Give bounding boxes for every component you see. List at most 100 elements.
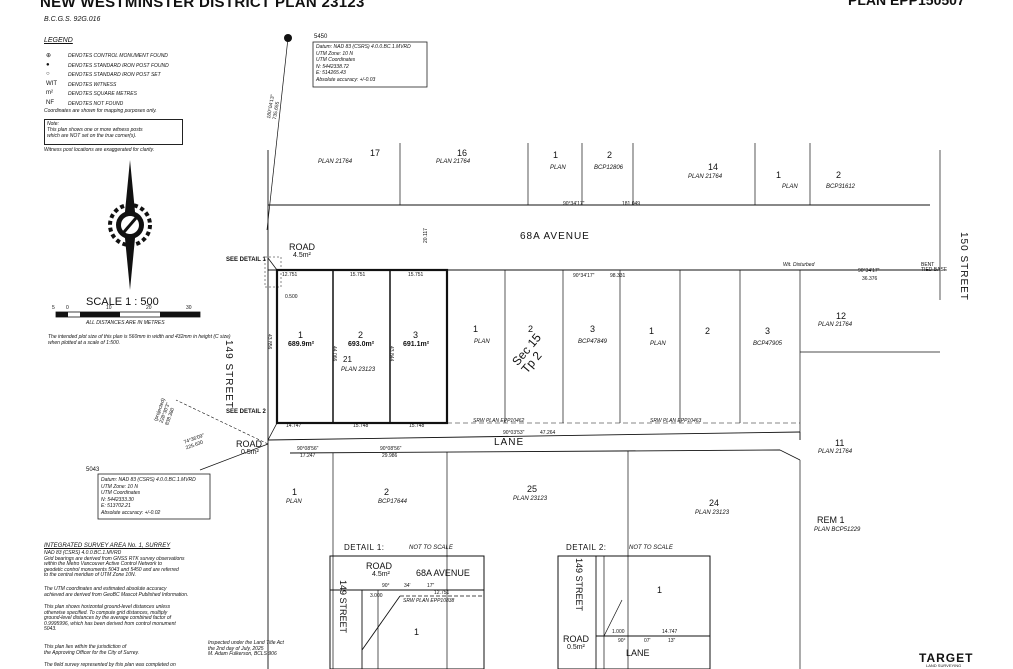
dim-lane-bearing1: 90°08'56"	[297, 446, 319, 452]
dim-north-bearing: 90°34'17"	[563, 201, 585, 207]
bent-tied-base: BENT TIED BASE	[921, 262, 948, 273]
dim-north-dist: 181.049	[622, 201, 641, 207]
dim-20117: 20.117	[423, 228, 429, 243]
scale-tick-label: 10	[106, 305, 112, 311]
detail-1-area: 4.5m²	[372, 571, 390, 578]
east-lot-number: 1	[649, 326, 655, 336]
datum-line: Datum: NAD 83 (CSRS) 4.0.0.BC.1.MVRD	[101, 477, 196, 483]
datum-line: N: 5442333.30	[101, 496, 134, 503]
detail-2-nts: NOT TO SCALE	[629, 545, 673, 551]
datum-line: E: 513702.21	[101, 503, 131, 509]
north-lot-number: 2	[836, 170, 842, 180]
south-lot-number: 2	[384, 487, 390, 497]
dim-12751: 12.751	[282, 272, 298, 278]
see-detail-1: SEE DETAIL 1	[226, 257, 266, 263]
north-arrow-icon	[108, 160, 152, 290]
south-lot-number: 25	[527, 484, 538, 494]
detail-2-d1: 14.747	[662, 629, 678, 635]
datum-line: UTM Zone: 10 N	[316, 50, 353, 57]
subject-lot-number: 2	[358, 330, 364, 340]
dim-ave-bearing: 90°34'17"	[573, 273, 595, 279]
south-lot-plan: PLAN 23123	[695, 510, 730, 516]
dim-0500: 0.500	[285, 294, 298, 300]
monument-id-top: 5450	[314, 34, 328, 40]
lane-label: LANE	[494, 437, 525, 448]
datum-line: Absolute accuracy: +/-0.03	[316, 76, 376, 83]
dim-lane-d2: 29.986	[382, 453, 398, 459]
detail-1-srw: SRW PLAN EPP10838	[403, 598, 455, 604]
isa-para-4: This plan lies within the jurisdiction o…	[44, 644, 140, 656]
road-label-top: ROAD	[289, 242, 316, 252]
east-lot-plan: BCP47849	[578, 339, 608, 345]
detail-2-road: ROAD	[563, 634, 590, 644]
detail-2-title: DETAIL 2:	[566, 543, 607, 552]
north-lot-plan: BCP12806	[594, 165, 624, 171]
datum-line: Absolute accuracy: +/-0.02	[101, 509, 161, 516]
datum-line: UTM Coordinates	[101, 490, 141, 496]
dim-14747: 14.747	[286, 423, 302, 429]
north-lot-number: 1	[776, 170, 782, 180]
datum-line: N: 5442338.72	[316, 63, 349, 70]
road-label-bottom: ROAD	[236, 439, 263, 449]
east-lot-number: 2	[705, 326, 711, 336]
isa-para-3: This plan shows horizontal ground-level …	[44, 604, 176, 633]
dim-15751b: 15.751	[408, 272, 424, 278]
legend-symbol: ●	[46, 61, 50, 68]
north-lot-plan: PLAN 21764	[688, 174, 723, 180]
detail-1-d1: 12.751	[434, 590, 450, 596]
witness-note-box: Note: This plan shows one or more witnes…	[44, 119, 183, 145]
witness-disturbed: Wit. Disturbed	[783, 262, 815, 268]
dim-lane-bearing2: 90°08'56"	[380, 446, 402, 452]
legend-symbol: NF	[46, 99, 54, 106]
detail-1-title: DETAIL 1:	[344, 543, 385, 552]
east-lot-plan: PLAN 21764	[818, 322, 853, 328]
scale-tick-label: 0	[66, 305, 69, 311]
dim-lane-b2: 90°03'53"	[503, 430, 525, 436]
plot-size-note: The intended plot size of this plan is 5…	[48, 334, 231, 346]
legend-text: DENOTES CONTROL MONUMENT FOUND	[68, 53, 168, 59]
east-lot-plan: PLAN 21764	[818, 449, 853, 455]
srw-plan-1: SRW PLAN EPP10462	[473, 418, 525, 424]
south-lot-number: 24	[709, 498, 720, 508]
dim-lot2-width: 44.066	[331, 346, 337, 362]
scale-label: SCALE 1 : 500	[86, 296, 159, 308]
subject-lot-number: 1	[298, 330, 304, 340]
east-lot-number: 12	[836, 311, 847, 321]
subject-plan-number: PLAN 23123	[341, 367, 376, 373]
south-lot-plan: PLAN	[286, 499, 302, 505]
scale-tick-label: 30	[186, 305, 192, 311]
avenue-label: 68A AVENUE	[520, 231, 590, 242]
plan-number: PLAN EPP150507	[848, 0, 965, 8]
south-lot-plan: PLAN 23123	[513, 496, 548, 502]
subject-lot-area: 691.1m²	[403, 341, 430, 348]
isa-heading: INTEGRATED SURVEY AREA No. 1, SURREY	[44, 543, 171, 549]
east-lot-plan: PLAN	[474, 339, 490, 345]
detail-2-d4: 07'	[644, 638, 651, 644]
north-lot-plan: PLAN 21764	[436, 159, 471, 165]
east-lot-plan: PLAN	[650, 341, 666, 347]
detail-1-d2: 3.000	[370, 593, 383, 599]
scale-tick-label: 20	[146, 305, 152, 311]
dim-lot3-width: 43.844	[388, 346, 394, 362]
road-area-bottom: 0.5m²	[241, 449, 259, 456]
datum-line: UTM Zone: 10 N	[101, 483, 138, 490]
detail-2-d2: 1.000	[612, 629, 625, 635]
legend-symbol: ⊕	[46, 53, 52, 59]
scale-tick-label: 5	[52, 305, 55, 311]
east-lot-number: 2	[528, 324, 534, 334]
legend-symbol: WIT	[46, 80, 57, 87]
detail-1-road: ROAD	[366, 561, 393, 571]
witness-note: Witness post locations are exaggerated f…	[44, 147, 155, 153]
see-detail-2: SEE DETAIL 2	[226, 409, 266, 415]
legend-symbol: ○	[46, 71, 50, 77]
dim-15751a: 15.751	[350, 272, 366, 278]
north-lot-number: 14	[708, 162, 719, 172]
detail-2-street: 149 STREET	[574, 558, 584, 612]
subject-lot-area: 693.0m²	[348, 341, 375, 348]
plan-title: NEW WESTMINSTER DISTRICT PLAN 23123	[40, 0, 365, 11]
subject-lot-number: 3	[413, 330, 419, 340]
road-area-top: 4.5m²	[293, 252, 311, 259]
